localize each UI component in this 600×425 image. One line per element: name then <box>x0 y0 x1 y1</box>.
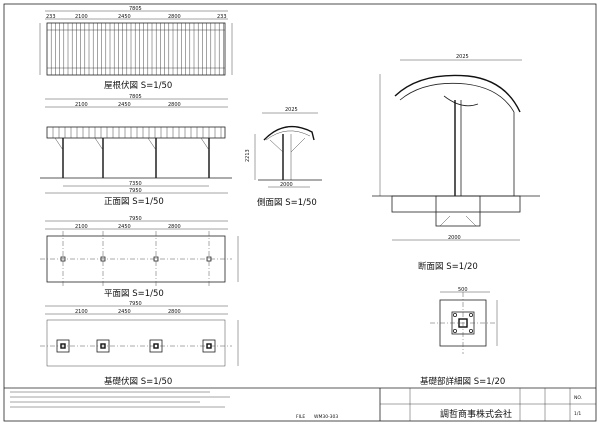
floor-total-width: 7950 <box>129 216 142 222</box>
floor-plan-view: 7950 2100 2450 2800 平面図 S=1/50 <box>40 216 239 299</box>
side-elevation-caption: 側面図 S=1/50 <box>257 197 317 208</box>
front-span-width: 7350 <box>129 181 142 187</box>
front-bay-2: 2450 <box>118 102 131 108</box>
roof-bay-2: 2450 <box>118 14 131 20</box>
roof-plan-caption: 屋根伏図 S=1/50 <box>104 80 172 91</box>
foundation-pads <box>56 339 216 353</box>
front-floor-width: 7950 <box>129 188 142 194</box>
file-value: WM30-303 <box>314 414 338 420</box>
front-bay-1: 2100 <box>75 102 88 108</box>
section-detail-caption: 断面図 S=1/20 <box>418 261 478 272</box>
sheet-number-value: 1/1 <box>574 411 581 417</box>
side-height: 2213 <box>245 149 251 162</box>
company-name: 調哲商事株式会社 <box>440 408 512 420</box>
side-depth: 2025 <box>285 107 298 113</box>
side-roof-arc <box>263 125 315 141</box>
title-block-notes <box>10 391 230 408</box>
section-roof-arc <box>394 74 521 113</box>
foundation-bay-3: 2800 <box>168 309 181 315</box>
section-base-width: 2000 <box>448 235 461 241</box>
section-detail-view: 2025 2000 断面図 S=1/20 <box>372 54 540 272</box>
foundation-bay-1: 2100 <box>75 309 88 315</box>
foundation-detail-caption: 基礎部詳細図 S=1/20 <box>420 376 505 387</box>
side-floor-depth: 2000 <box>280 182 293 188</box>
roof-plan-view: 7805 233 2100 2450 2800 233 屋根伏図 S=1/50 <box>39 6 233 91</box>
section-top-dimension: 2025 <box>456 54 469 60</box>
foundation-detail-view: 500 基礎部詳細図 S=1/20 <box>420 287 505 387</box>
foundation-total-width: 7950 <box>129 301 142 307</box>
title-block: FILE WM30-303 調哲商事株式会社 NO. 1/1 <box>4 387 596 421</box>
side-elevation-view: 2025 2000 2213 側面図 S=1/50 <box>245 107 322 208</box>
foundation-bay-2: 2450 <box>118 309 131 315</box>
foundation-plan-caption: 基礎伏図 S=1/50 <box>104 376 172 387</box>
roof-bay-3: 2800 <box>168 14 181 20</box>
roof-outline <box>46 22 226 76</box>
roof-total-width: 7805 <box>129 6 142 12</box>
foundation-plan-view: 7950 2100 2450 2800 基礎伏図 S=1/50 <box>40 301 239 387</box>
front-total-width: 7805 <box>129 94 142 100</box>
section-footing <box>435 195 481 227</box>
roof-panel-ribs <box>50 23 224 75</box>
floor-bay-2: 2450 <box>118 224 131 230</box>
roof-edge-offset-left: 233 <box>46 14 56 20</box>
file-label: FILE <box>296 414 305 420</box>
floor-plan-caption: 平面図 S=1/50 <box>104 289 164 299</box>
front-elevation-caption: 正面図 S=1/50 <box>104 197 164 207</box>
front-elevation-view: 7805 2100 2450 2800 7350 7950 正面図 S=1/50 <box>40 94 232 207</box>
floor-bay-3: 2800 <box>168 224 181 230</box>
foundation-detail-width: 500 <box>458 287 468 293</box>
sheet-number-label: NO. <box>574 395 582 401</box>
roof-edge-offset-right: 233 <box>217 14 227 20</box>
front-bay-3: 2800 <box>168 102 181 108</box>
front-roof-ribs <box>52 127 222 138</box>
floor-bay-1: 2100 <box>75 224 88 230</box>
foundation-outline <box>46 319 226 367</box>
roof-bay-1: 2100 <box>75 14 88 20</box>
front-roof-band <box>46 126 226 139</box>
sheet-border <box>3 3 597 422</box>
